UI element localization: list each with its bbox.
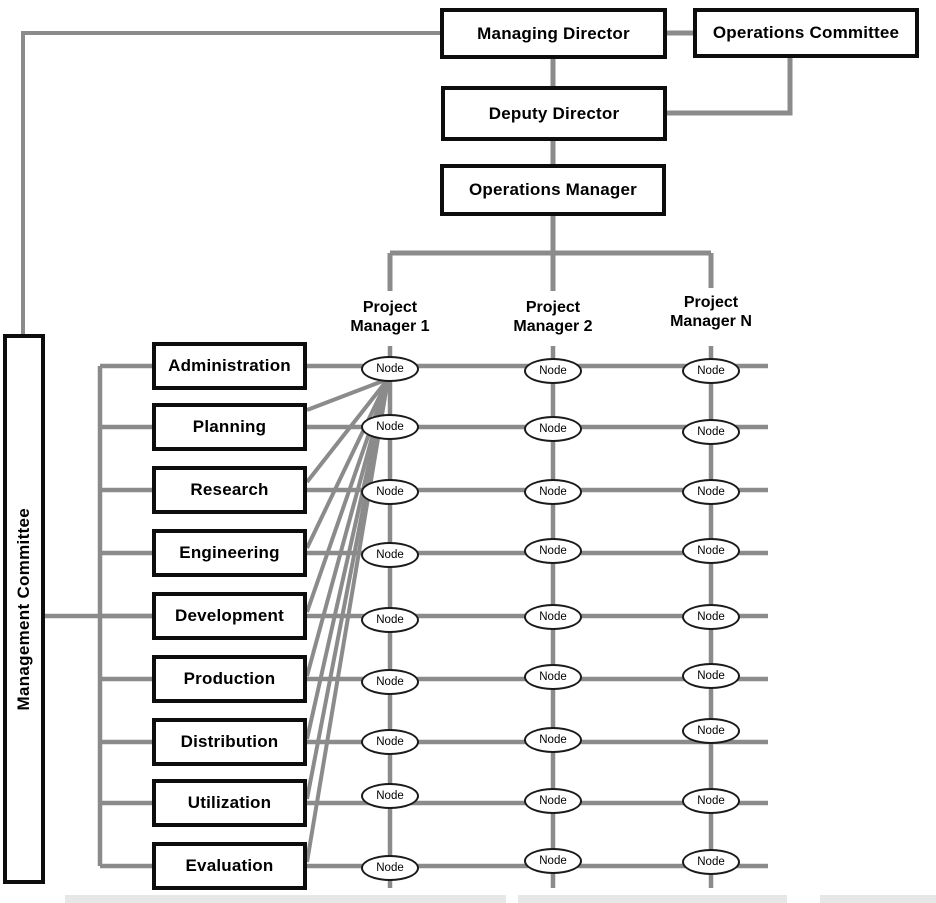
node-ellipse-col3-row5: Node [682,604,740,630]
function-box-label: Utilization [187,793,272,812]
node-ellipse-col2-row5: Node [524,604,582,630]
function-box-label: Engineering [179,543,280,562]
pm-label-line2: Manager 2 [513,318,593,335]
deputy-director-label: Deputy Director [488,103,620,123]
connector-line [305,378,390,863]
node-ellipse-col1-row3: Node [361,479,419,505]
operations-committee-label: Operations Committee [712,23,900,42]
bottom-crop-artifact [820,895,936,903]
connector-line [305,378,390,549]
node-ellipse-col2-row4: Node [524,538,582,564]
node-ellipse-col2-row8: Node [524,788,582,814]
function-box-label: Production [183,669,276,688]
management-committee-label: Management Committee [14,507,33,711]
operations-manager-box: Operations Manager [440,164,666,216]
function-box-production: Production [152,655,307,703]
function-box-evaluation: Evaluation [152,842,307,890]
function-box-label: Research [190,480,269,499]
node-ellipse-col2-row3: Node [524,479,582,505]
node-ellipse-col3-row1: Node [682,358,740,384]
pm-label-line2: Manager N [670,313,752,330]
node-ellipse-col1-row1: Node [361,356,419,382]
node-ellipse-col1-row6: Node [361,669,419,695]
node-ellipse-col1-row2: Node [361,414,419,440]
pm-label-line1: Project [683,294,739,311]
deputy-director-box: Deputy Director [441,86,667,141]
node-ellipse-col3-row4: Node [682,538,740,564]
function-box-distribution: Distribution [152,718,307,766]
node-ellipse-col2-row7: Node [524,727,582,753]
function-box-research: Research [152,466,307,514]
node-ellipse-col3-row2: Node [682,419,740,445]
connector-line [306,377,389,412]
operations-manager-label: Operations Manager [469,180,637,199]
node-ellipse-col2-row2: Node [524,416,582,442]
node-ellipse-col3-row7: Node [682,718,740,744]
connector-line [667,58,793,116]
pm-label-line1: Project [362,299,418,316]
managing-director-box: Managing Director [440,8,667,59]
node-ellipse-col1-row9: Node [361,855,419,881]
bottom-crop-artifact [518,895,787,903]
connector-line [21,31,440,336]
node-ellipse-col1-row7: Node [361,729,419,755]
node-ellipse-col2-row9: Node [524,848,582,874]
function-box-label: Planning [192,417,267,436]
connector-line [305,377,390,484]
function-box-label: Distribution [180,732,279,751]
node-ellipse-col3-row9: Node [682,849,740,875]
operations-committee-box: Operations Committee [693,8,919,58]
function-box-planning: Planning [152,403,307,451]
node-ellipse-col3-row6: Node [682,663,740,689]
function-box-label: Development [175,606,284,625]
function-box-administration: Administration [152,342,307,390]
function-box-label: Administration [168,356,291,375]
management-committee-box: Management Committee [3,334,45,884]
pm-label-line1: Project [525,299,581,316]
node-ellipse-col3-row8: Node [682,788,740,814]
bottom-crop-artifact [65,895,506,903]
managing-director-label: Managing Director [477,23,630,43]
function-box-label: Evaluation [185,856,274,875]
function-box-development: Development [152,592,307,640]
node-ellipse-col1-row8: Node [361,783,419,809]
node-ellipse-col2-row1: Node [524,358,582,384]
node-ellipse-col3-row3: Node [682,479,740,505]
node-ellipse-col1-row4: Node [361,542,419,568]
node-ellipse-col2-row6: Node [524,664,582,690]
pm-label-line2: Manager 1 [350,318,430,335]
function-box-engineering: Engineering [152,529,307,577]
function-box-utilization: Utilization [152,779,307,827]
node-ellipse-col1-row5: Node [361,607,419,633]
